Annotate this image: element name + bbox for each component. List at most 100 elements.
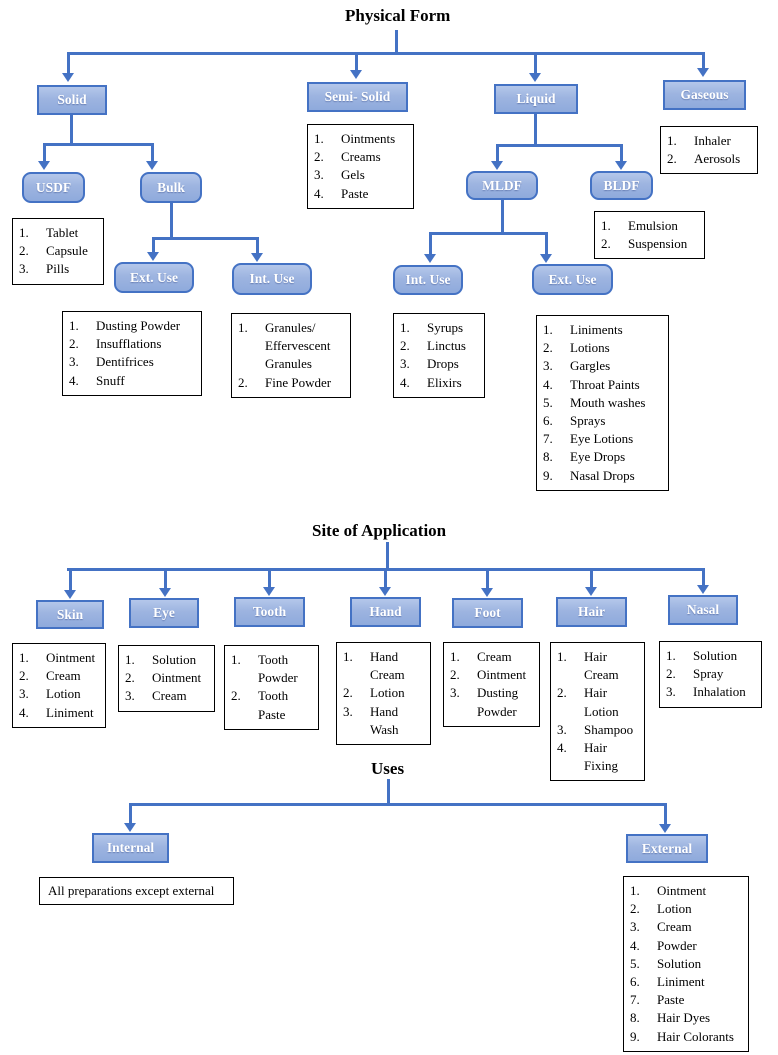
item-number: 3.	[400, 356, 410, 372]
list-item: 1.Solution	[666, 647, 759, 665]
item-text: Hair Fixing	[584, 739, 618, 774]
item-number: 8.	[543, 449, 553, 465]
item-text: Tooth Powder	[258, 652, 298, 686]
list-item: 1.Inhaler	[667, 132, 755, 150]
item-number: 1.	[19, 650, 29, 665]
list-item: 5.Solution	[630, 955, 746, 973]
item-number: 4.	[543, 376, 553, 392]
item-number: 1.	[400, 320, 410, 335]
connector-line	[620, 144, 623, 161]
item-number: 4.	[557, 739, 567, 755]
item-number: 5.	[543, 394, 553, 410]
item-text: Dentifrices	[96, 354, 154, 370]
connector-line	[129, 803, 132, 823]
item-text: Paste	[657, 992, 685, 1008]
item-text: Hand Cream	[370, 649, 405, 683]
connector-line	[384, 568, 387, 587]
connector-line	[256, 237, 259, 253]
internal-note: All preparations except external	[39, 877, 234, 905]
connector-line	[152, 237, 155, 252]
connector-line	[268, 568, 271, 587]
item-number: 6.	[630, 973, 640, 989]
item-text: Hand Wash	[370, 703, 399, 737]
node-tooth: Tooth	[234, 597, 305, 627]
item-text: Hair Cream	[584, 649, 619, 683]
item-number: 2.	[601, 236, 611, 252]
list-item: 1.Dusting Powder	[69, 317, 199, 335]
item-text: Elixirs	[427, 374, 462, 390]
node-liquid: Liquid	[494, 84, 578, 114]
item-number: 2.	[557, 685, 567, 701]
list-item: 7.Eye Lotions	[543, 430, 666, 448]
node-int-use-liquid: Int. Use	[393, 265, 463, 295]
connector-line	[496, 144, 623, 147]
item-text: Dusting Powder	[96, 318, 181, 333]
item-number: 1.	[630, 883, 640, 898]
item-number: 1.	[543, 322, 553, 337]
item-number: 3.	[19, 686, 29, 702]
connector-line	[545, 232, 548, 254]
item-text: Capsule	[46, 243, 88, 259]
arrow-down-icon	[491, 161, 503, 170]
item-text: Cream	[46, 668, 81, 684]
connector-line	[164, 568, 167, 588]
item-text: Lotion	[46, 686, 81, 702]
item-number: 1.	[125, 652, 135, 667]
list-item: 3.Cream	[125, 687, 212, 705]
connector-line	[170, 203, 173, 237]
item-number: 3.	[450, 685, 460, 701]
node-solid: Solid	[37, 85, 107, 115]
item-text: Lotions	[570, 340, 610, 356]
list-item: 3.Dusting Powder	[450, 684, 537, 720]
node-int-use-solid: Int. Use	[232, 263, 312, 295]
item-number: 2.	[125, 670, 135, 686]
connector-line	[429, 232, 547, 235]
item-number: 2.	[238, 374, 248, 390]
connector-line	[386, 542, 389, 568]
item-number: 2.	[543, 340, 553, 356]
list-item: 2.Ointment	[450, 666, 537, 684]
node-mldf: MLDF	[466, 171, 538, 200]
list-item: 2.Creams	[314, 148, 411, 166]
connector-line	[43, 143, 46, 161]
item-text: Liniment	[46, 704, 94, 720]
item-text: Hair Colorants	[657, 1028, 734, 1044]
list-item: 8.Hair Dyes	[630, 1009, 746, 1027]
item-number: 2.	[450, 667, 460, 683]
item-number: 2.	[667, 151, 677, 167]
connector-line	[129, 803, 667, 806]
list-item: 3.Drops	[400, 355, 482, 373]
item-text: Eye Lotions	[570, 431, 634, 447]
list-item: 2.Capsule	[19, 242, 101, 260]
connector-line	[534, 52, 537, 73]
list-item: 1.Ointments	[314, 130, 411, 148]
item-text: Linctus	[427, 338, 466, 354]
list-item: 1.Cream	[450, 648, 537, 666]
list-item: 3.Gels	[314, 166, 411, 184]
node-external: External	[626, 834, 708, 863]
list-item: 1.Ointment	[630, 882, 746, 900]
item-number: 2.	[19, 668, 29, 684]
item-text: Mouth washes	[570, 394, 646, 410]
item-number: 1.	[314, 131, 324, 146]
list-item: 2.Aerosols	[667, 150, 755, 168]
arrow-down-icon	[62, 73, 74, 82]
item-number: 7.	[630, 992, 640, 1008]
item-number: 3.	[69, 354, 79, 370]
item-text: Fine Powder	[265, 374, 332, 390]
item-number: 9.	[543, 467, 553, 483]
